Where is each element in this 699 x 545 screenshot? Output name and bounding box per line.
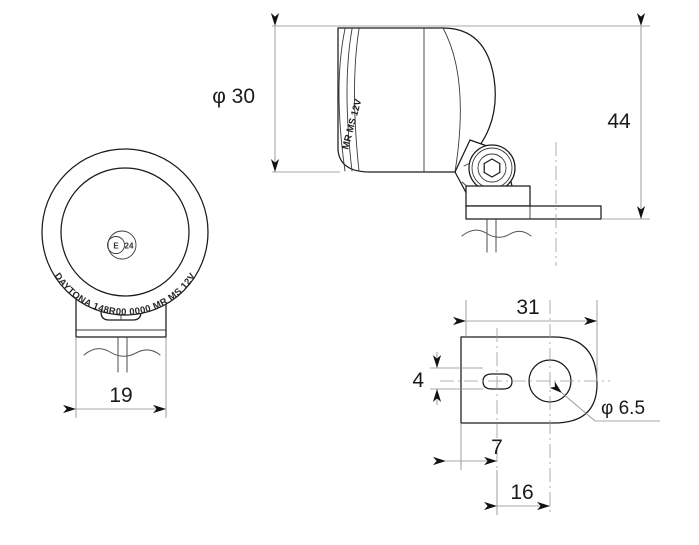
height-44-dimension: 44 bbox=[498, 13, 650, 220]
offset-7-dimension: 7 bbox=[433, 423, 503, 470]
offset-16-label: 16 bbox=[510, 481, 533, 504]
offset-7-label: 7 bbox=[491, 436, 503, 459]
length-31-label: 31 bbox=[516, 296, 539, 319]
width-19-dimension: 19 bbox=[63, 337, 167, 418]
side-view-stem bbox=[461, 218, 532, 253]
diameter-30-dimension: φ 30 bbox=[212, 13, 498, 173]
front-view-stem bbox=[83, 336, 161, 373]
bracket-detail-view: φ 6.5 31 4 bbox=[412, 296, 660, 515]
side-view-base bbox=[465, 185, 602, 220]
offset-16-dimension: 16 bbox=[484, 470, 550, 515]
height-44-label: 44 bbox=[607, 110, 631, 133]
width-19-label: 19 bbox=[109, 384, 132, 407]
bracket-slot-hole bbox=[482, 373, 513, 390]
front-view: DAYTONA 148R00 0000 MR MS 12V E 24 19 bbox=[41, 148, 209, 418]
approval-mark-letter: E bbox=[113, 242, 119, 251]
side-view: MR MS 12V bbox=[212, 13, 650, 266]
approval-mark-e24: E 24 bbox=[107, 230, 137, 260]
pivot-bolt bbox=[468, 144, 516, 192]
approval-mark-number: 24 bbox=[125, 242, 134, 251]
hole-diameter-6.5-dimension: φ 6.5 bbox=[549, 381, 660, 422]
hex-socket-icon bbox=[483, 158, 501, 178]
hole-diameter-6.5-label: φ 6.5 bbox=[601, 398, 645, 419]
diameter-30-label: φ 30 bbox=[212, 85, 255, 108]
lens-inner-circle bbox=[60, 167, 190, 297]
offset-4-dimension: 4 bbox=[412, 352, 483, 405]
length-31-dimension: 31 bbox=[453, 296, 598, 381]
offset-4-label: 4 bbox=[412, 369, 424, 392]
